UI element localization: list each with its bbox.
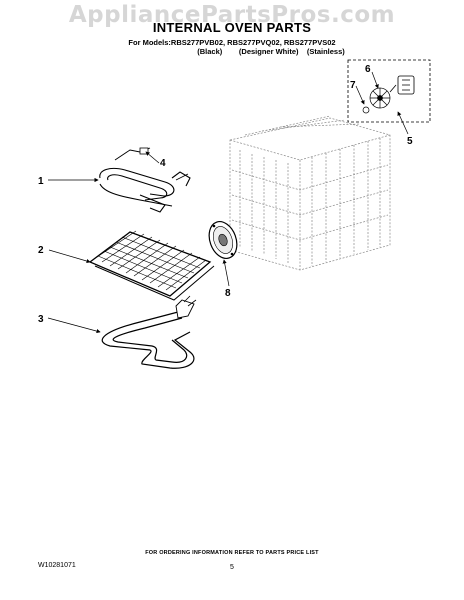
callout-8: 8 xyxy=(225,288,231,299)
leader-lines xyxy=(47,71,409,334)
convection-motor xyxy=(389,75,415,95)
fan-inset-box xyxy=(347,59,431,123)
models-line: For Models:RBS277PVB02, RBS277PVQ02, RBS… xyxy=(128,38,336,47)
watermark: AppliancePartsPros.com xyxy=(68,2,396,28)
callout-2: 2 xyxy=(38,245,44,256)
ordering-note: FOR ORDERING INFORMATION REFER TO PARTS … xyxy=(145,550,319,556)
callout-3: 3 xyxy=(38,314,44,325)
page-number: 5 xyxy=(230,564,234,571)
callout-7: 7 xyxy=(350,80,356,91)
callout-1: 1 xyxy=(38,176,44,187)
callout-5: 5 xyxy=(407,136,413,147)
callout-6: 6 xyxy=(365,64,371,75)
lower-heating-element xyxy=(101,295,197,369)
document-number: W10281071 xyxy=(38,562,76,569)
variants-line: (Black) (Designer White) (Stainless) xyxy=(197,47,345,56)
convection-fan-cover xyxy=(208,221,238,259)
model-list: For Models:RBS277PVB02, RBS277PVQ02, RBS… xyxy=(0,38,464,56)
upper-heating-element xyxy=(99,147,191,213)
convection-fan-blade xyxy=(369,87,391,109)
oven-cavity-outline xyxy=(229,115,391,271)
fan-nut xyxy=(362,106,370,114)
oven-rack xyxy=(88,230,215,301)
callout-4: 4 xyxy=(160,158,166,169)
page-title: INTERNAL OVEN PARTS xyxy=(152,20,312,35)
